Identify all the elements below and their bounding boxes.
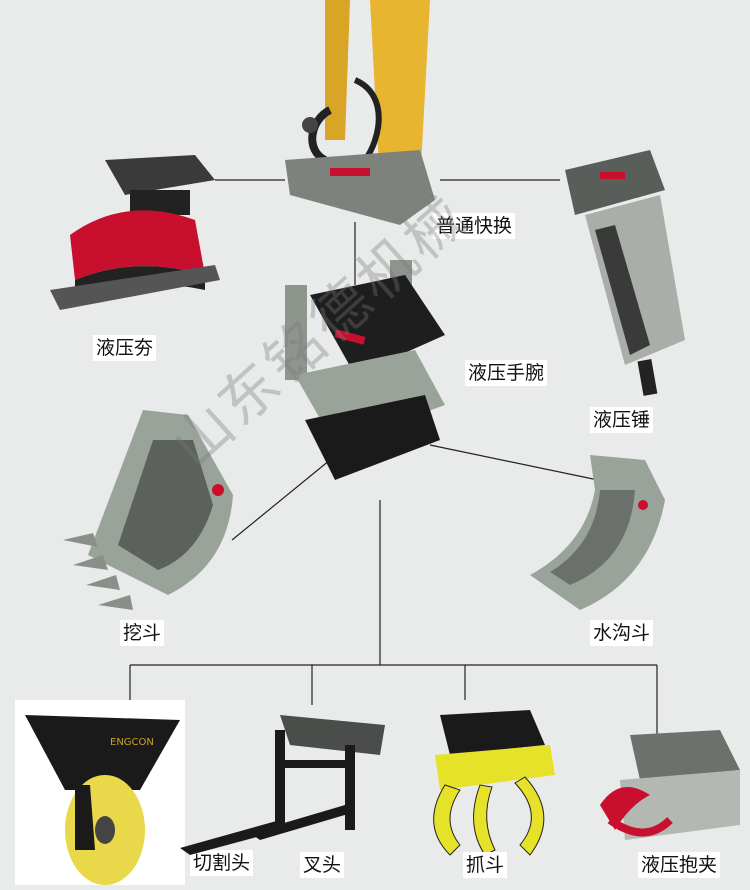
- label-hydraulic-clamp: 液压抱夹: [638, 852, 721, 878]
- label-hydraulic-hammer: 液压锤: [590, 407, 654, 433]
- connector-ditch-bucket: [429, 444, 599, 481]
- connector-bucket: [231, 459, 331, 541]
- bucket-image: [63, 410, 233, 610]
- label-quick-coupler: 普通快换: [433, 213, 516, 239]
- label-ditch-bucket: 水沟斗: [590, 620, 654, 646]
- label-fork: 叉头: [300, 852, 345, 878]
- ditch-bucket-image: [530, 455, 665, 610]
- plate-compactor-image: [50, 155, 220, 310]
- fork-image: [180, 715, 385, 855]
- cutter-head-image: ENGCON: [15, 700, 185, 885]
- grapple-image: [433, 710, 555, 856]
- label-cutter-head: 切割头: [190, 850, 254, 876]
- label-tiltrotator: 液压手腕: [465, 360, 548, 386]
- hydraulic-clamp-image: [600, 730, 740, 840]
- label-grapple: 抓斗: [463, 852, 508, 878]
- quick-coupler-image: [285, 0, 435, 225]
- svg-text:ENGCON: ENGCON: [110, 737, 154, 748]
- label-bucket: 挖斗: [120, 620, 165, 646]
- hydraulic-hammer-image: [565, 150, 685, 396]
- tiltrotator-image: [285, 260, 445, 480]
- label-plate-compactor: 液压夯: [93, 335, 157, 361]
